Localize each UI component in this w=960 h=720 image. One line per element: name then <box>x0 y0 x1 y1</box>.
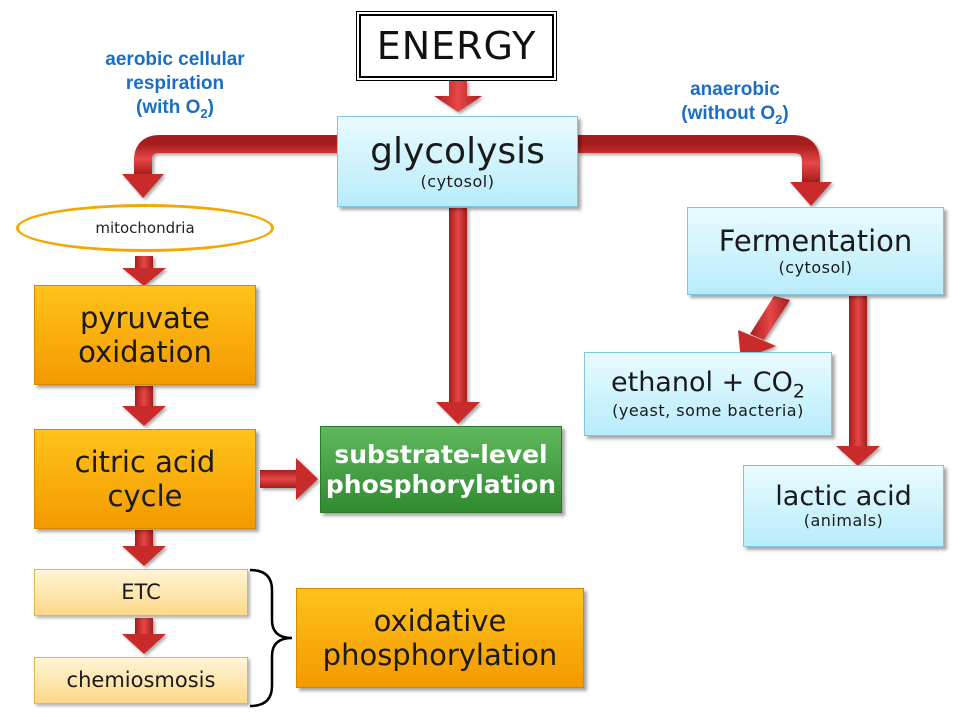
aerobic-line1: aerobic cellular <box>105 49 245 70</box>
chemiosmosis-box: chemiosmosis <box>34 657 248 704</box>
energy-box: ENERGY <box>356 11 557 81</box>
oxidative-line2: phosphorylation <box>322 638 558 672</box>
citric-line1: citric acid <box>74 444 216 479</box>
oxidative-phosphorylation-box: oxidative phosphorylation <box>296 588 584 688</box>
aerobic-line3: (with O2) <box>136 96 214 121</box>
anaerobic-label: anaerobic (without O2) <box>640 78 830 128</box>
arrow-fermentation-to-lactic <box>849 296 867 448</box>
arrow-pyruvate-to-citric <box>135 386 153 408</box>
anaerobic-line2: (without O2) <box>681 102 789 127</box>
fermentation-title: Fermentation <box>718 224 913 259</box>
lactic-title: lactic acid <box>775 480 912 512</box>
oxidative-line1: oxidative <box>373 603 507 638</box>
arrow-energy-to-glycolysis <box>434 80 482 112</box>
etc-box: ETC <box>34 569 248 616</box>
pyruvate-line1: pyruvate <box>79 300 211 335</box>
arrow-glycolysis-to-substrate <box>449 208 467 404</box>
arrow-citric-to-substrate <box>260 470 298 488</box>
fermentation-box: Fermentation (cytosol) <box>687 207 944 295</box>
substrate-level-box: substrate-level phosphorylation <box>320 426 562 513</box>
aerobic-label: aerobic cellular respiration (with O2) <box>75 48 275 122</box>
ethanol-box: ethanol + CO2 (yeast, some bacteria) <box>584 352 832 436</box>
ethanol-note: (yeast, some bacteria) <box>612 401 804 421</box>
substrate-line1: substrate-level <box>334 440 548 469</box>
etc-label: ETC <box>121 580 161 605</box>
ethanol-title: ethanol + CO2 <box>611 366 805 403</box>
citric-line2: cycle <box>107 479 183 513</box>
glycolysis-location: (cytosol) <box>420 172 495 192</box>
energy-label: ENERGY <box>376 24 537 68</box>
fermentation-location: (cytosol) <box>778 257 853 277</box>
lactic-note: (animals) <box>803 511 884 531</box>
citric-acid-cycle-box: citric acid cycle <box>34 429 256 529</box>
aerobic-line2: respiration <box>125 72 225 94</box>
glycolysis-title: glycolysis <box>370 130 545 172</box>
chemiosmosis-label: chemiosmosis <box>66 668 216 693</box>
anaerobic-line1: anaerobic <box>690 79 780 100</box>
lactic-acid-box: lactic acid (animals) <box>743 465 944 547</box>
brace <box>249 568 293 708</box>
glycolysis-box: glycolysis (cytosol) <box>337 116 578 207</box>
arrow-fermentation-to-ethanol <box>750 296 790 340</box>
arrow-etc-to-chemiosmosis <box>135 618 153 636</box>
pyruvate-oxidation-box: pyruvate oxidation <box>34 285 256 385</box>
arrow-glycolysis-to-fermentation <box>578 135 820 182</box>
arrow-mito-to-pyruvate <box>135 256 153 270</box>
pyruvate-line2: oxidation <box>78 335 212 369</box>
arrow-citric-to-etc <box>135 530 153 548</box>
arrow-glycolysis-to-mitochondria <box>134 135 337 174</box>
substrate-line2: phosphorylation <box>325 469 557 499</box>
mitochondria-label: mitochondria <box>95 219 195 237</box>
mitochondria-ellipse: mitochondria <box>16 204 274 252</box>
